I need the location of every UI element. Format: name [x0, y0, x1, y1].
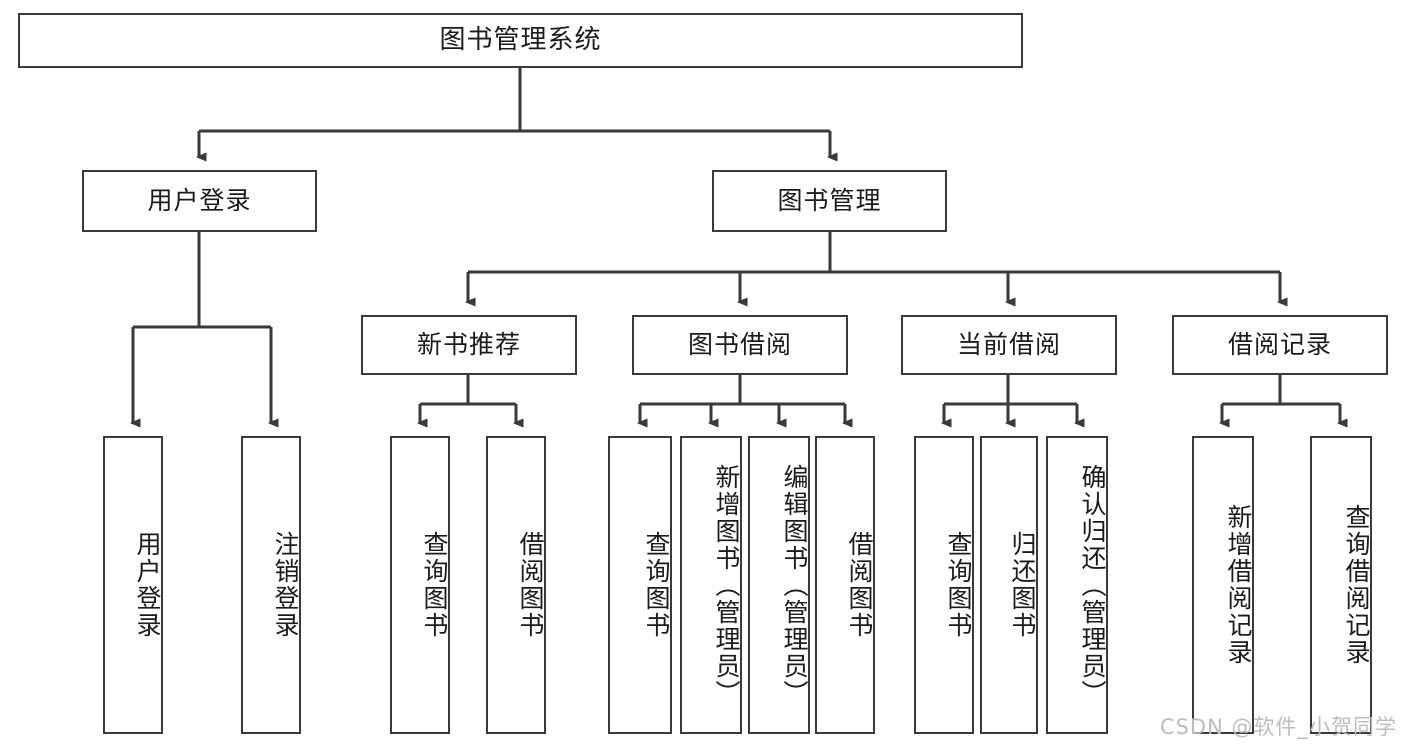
node-user-login[interactable]: 用户登录 — [82, 170, 317, 232]
node-label: 图书管理 — [777, 186, 882, 216]
leaf-query-book-3[interactable]: 查询图书 — [914, 436, 974, 734]
leaf-logout-login[interactable]: 注销登录 — [241, 436, 301, 734]
leaf-borrow-book-2[interactable]: 借阅图书 — [815, 436, 875, 734]
node-new-book-recommend[interactable]: 新书推荐 — [361, 315, 577, 375]
node-label: 新增图书（管理员） — [712, 463, 741, 707]
node-label: 新书推荐 — [416, 330, 521, 360]
node-label: 新增借阅记录 — [1224, 504, 1253, 666]
node-borrow-record[interactable]: 借阅记录 — [1172, 315, 1388, 375]
leaf-confirm-return-admin[interactable]: 确认归还（管理员） — [1046, 436, 1108, 734]
node-label: 确认归还（管理员） — [1078, 463, 1107, 707]
leaf-return-book[interactable]: 归还图书 — [980, 436, 1038, 734]
node-book-borrow[interactable]: 图书借阅 — [632, 315, 848, 375]
leaf-query-book-1[interactable]: 查询图书 — [390, 436, 450, 734]
node-label: 借阅图书 — [516, 531, 545, 639]
node-label: 查询图书 — [642, 531, 671, 639]
node-label: 图书管理系统 — [439, 25, 602, 56]
node-label: 图书借阅 — [687, 330, 792, 360]
leaf-query-book-2[interactable]: 查询图书 — [608, 436, 672, 734]
node-label: 注销登录 — [271, 531, 300, 639]
leaf-add-borrow-record[interactable]: 新增借阅记录 — [1192, 436, 1254, 734]
node-label: 查询借阅记录 — [1342, 504, 1371, 666]
node-label: 归还图书 — [1008, 531, 1037, 639]
leaf-user-login[interactable]: 用户登录 — [103, 436, 163, 734]
node-label: 借阅记录 — [1227, 330, 1332, 360]
node-root-system[interactable]: 图书管理系统 — [18, 13, 1023, 68]
node-label: 当前借阅 — [956, 330, 1061, 360]
node-current-borrow[interactable]: 当前借阅 — [901, 315, 1117, 375]
node-label: 编辑图书（管理员） — [780, 463, 809, 707]
leaf-edit-book-admin[interactable]: 编辑图书（管理员） — [748, 436, 810, 734]
leaf-borrow-book-1[interactable]: 借阅图书 — [486, 436, 546, 734]
node-label: 借阅图书 — [845, 531, 874, 639]
node-label: 查询图书 — [420, 531, 449, 639]
leaf-query-borrow-record[interactable]: 查询借阅记录 — [1310, 436, 1372, 734]
node-book-management[interactable]: 图书管理 — [712, 170, 947, 232]
csdn-watermark: CSDN @软件_小贺同学 — [1159, 715, 1397, 739]
node-label: 用户登录 — [133, 531, 162, 639]
node-label: 查询图书 — [944, 531, 973, 639]
leaf-add-book-admin[interactable]: 新增图书（管理员） — [680, 436, 742, 734]
node-label: 用户登录 — [147, 186, 252, 216]
